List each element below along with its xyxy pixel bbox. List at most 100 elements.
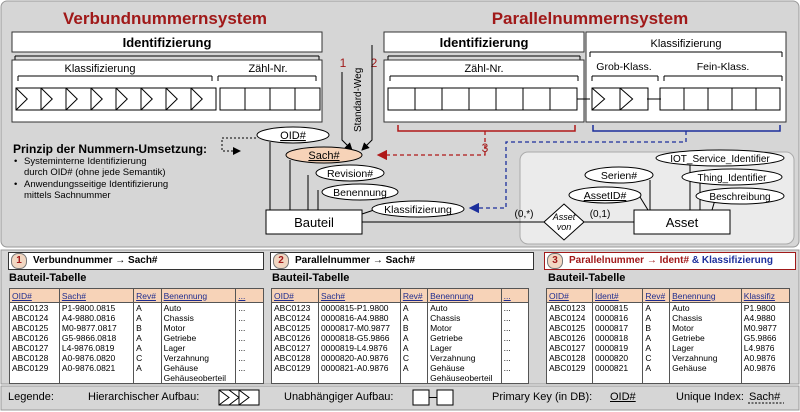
table-cell: Gehäuseoberteil — [160, 373, 237, 384]
attr-oid — [256, 126, 330, 144]
relation-asset-of — [543, 203, 585, 241]
table-cell: A — [133, 333, 162, 343]
arrow-1 — [341, 72, 353, 151]
table-cell: A — [399, 313, 429, 323]
table-cell: ... — [235, 363, 264, 373]
table-header-row: OID#Sach#Rev#Benennung... — [271, 288, 530, 303]
table-cell: Gehäuse — [427, 363, 502, 373]
attr-asset-id — [568, 186, 642, 204]
table-cell: ... — [500, 323, 530, 333]
panel-2-arrow: → — [372, 255, 383, 266]
table-cell: 0000818-G5.9866 — [317, 333, 401, 343]
column-header: ... — [235, 288, 264, 303]
left-digit-cell-6-chevron — [140, 87, 153, 111]
table-cell: 0000817-M0.9877 — [317, 323, 401, 333]
table-row: Gehäuseoberteil — [271, 373, 530, 384]
left-digit-cell-5-chevron — [115, 87, 128, 111]
entity-part-label: Bauteil — [294, 215, 334, 230]
legend-independent-label: Unabhängiger Aufbau: — [284, 391, 394, 403]
right-counter-cell-1 — [387, 87, 416, 111]
panel-1-table-title: Bauteil-Tabelle — [9, 272, 87, 284]
table-cell: Verzahnung — [427, 353, 502, 363]
table-cell — [271, 373, 319, 384]
table-cell: B — [642, 323, 671, 333]
legend-unique-index-value: Sach# — [749, 391, 781, 403]
table-cell: B — [133, 323, 162, 333]
table-row: Gehäuseoberteil — [9, 373, 264, 384]
right-identification-label: Identifizierung — [440, 35, 529, 50]
cardinality-right: (0,1) — [590, 209, 611, 220]
table-cell: 0000820-A0.9876 — [317, 353, 401, 363]
table-cell: 0000819 — [592, 343, 644, 353]
attr-classification-label: Klassifizierung — [384, 204, 452, 216]
table-cell — [317, 373, 401, 384]
table-cell: ABC0128 — [9, 353, 60, 363]
table-cell: Verzahnung — [160, 353, 237, 363]
attr-description-label: Beschreibung — [709, 192, 770, 203]
left-identification-label: Identifizierung — [123, 35, 212, 50]
panel-1-number: 1 — [11, 253, 27, 269]
right-coarse-cell-1-chevron — [591, 87, 606, 111]
right-counter-cell-2 — [414, 87, 443, 111]
right-fine-cell-2 — [683, 87, 709, 111]
right-fine-cell-1 — [659, 87, 685, 111]
legend-hierarchical-label: Hierarchischer Aufbau: — [88, 391, 200, 403]
table-cell: ABC0125 — [271, 323, 319, 333]
table-cell: Auto — [669, 302, 742, 313]
table-cell: A0-9876.0820 — [58, 353, 135, 363]
table-cell: ... — [500, 333, 530, 343]
red-arrow — [376, 131, 486, 161]
table-cell: G5-9866.0818 — [58, 333, 135, 343]
attr-description — [695, 187, 785, 205]
right-coarse-cell-2-chevron — [619, 87, 634, 111]
panel-3-header-b: Ident# — [659, 255, 690, 266]
panel-2-number: 2 — [273, 253, 289, 269]
table-cell: Motor — [669, 323, 742, 333]
column-header: Sach# — [317, 288, 401, 303]
table-row — [545, 373, 791, 384]
table-cell: ABC0125 — [9, 323, 60, 333]
panel-3-header-c: & Klassifizierung — [691, 255, 773, 266]
table-cell: A4.9880 — [740, 313, 791, 323]
table-cell: M0-9877.0817 — [58, 323, 135, 333]
table-cell: ... — [500, 353, 530, 363]
table-cell: C — [399, 353, 429, 363]
panel-1-header-b: Sach# — [128, 255, 158, 266]
table-cell: A0.9876 — [740, 363, 791, 373]
legend-independent-icon — [412, 389, 454, 406]
table-cell: 0000821 — [592, 363, 644, 373]
panel-3-table-title: Bauteil-Tabelle — [548, 272, 626, 284]
attr-name — [321, 183, 399, 201]
principle-bullet-1-line1: Systeminterne Identifizierung — [24, 156, 147, 167]
column-header: ... — [500, 288, 530, 303]
table-cell: C — [133, 353, 162, 363]
table-cell — [740, 373, 791, 384]
table-cell: ... — [500, 302, 530, 313]
table-cell: ABC0123 — [9, 302, 60, 313]
right-counter-cell-5 — [495, 87, 524, 111]
table-cell: ABC0126 — [545, 333, 594, 343]
table-cell — [592, 373, 644, 384]
right-classification-label: Klassifizierung — [651, 38, 722, 50]
table-cell: A — [133, 363, 162, 373]
panel-1-arrow: → — [115, 255, 126, 266]
table-cell — [669, 373, 742, 384]
table-cell: Chassis — [669, 313, 742, 323]
principle-heading: Prinzip der Nummern-Umsetzung: — [13, 142, 207, 156]
table-cell: ... — [500, 343, 530, 353]
marker-1: 1 — [340, 56, 347, 70]
entity-asset-label: Asset — [666, 215, 699, 230]
